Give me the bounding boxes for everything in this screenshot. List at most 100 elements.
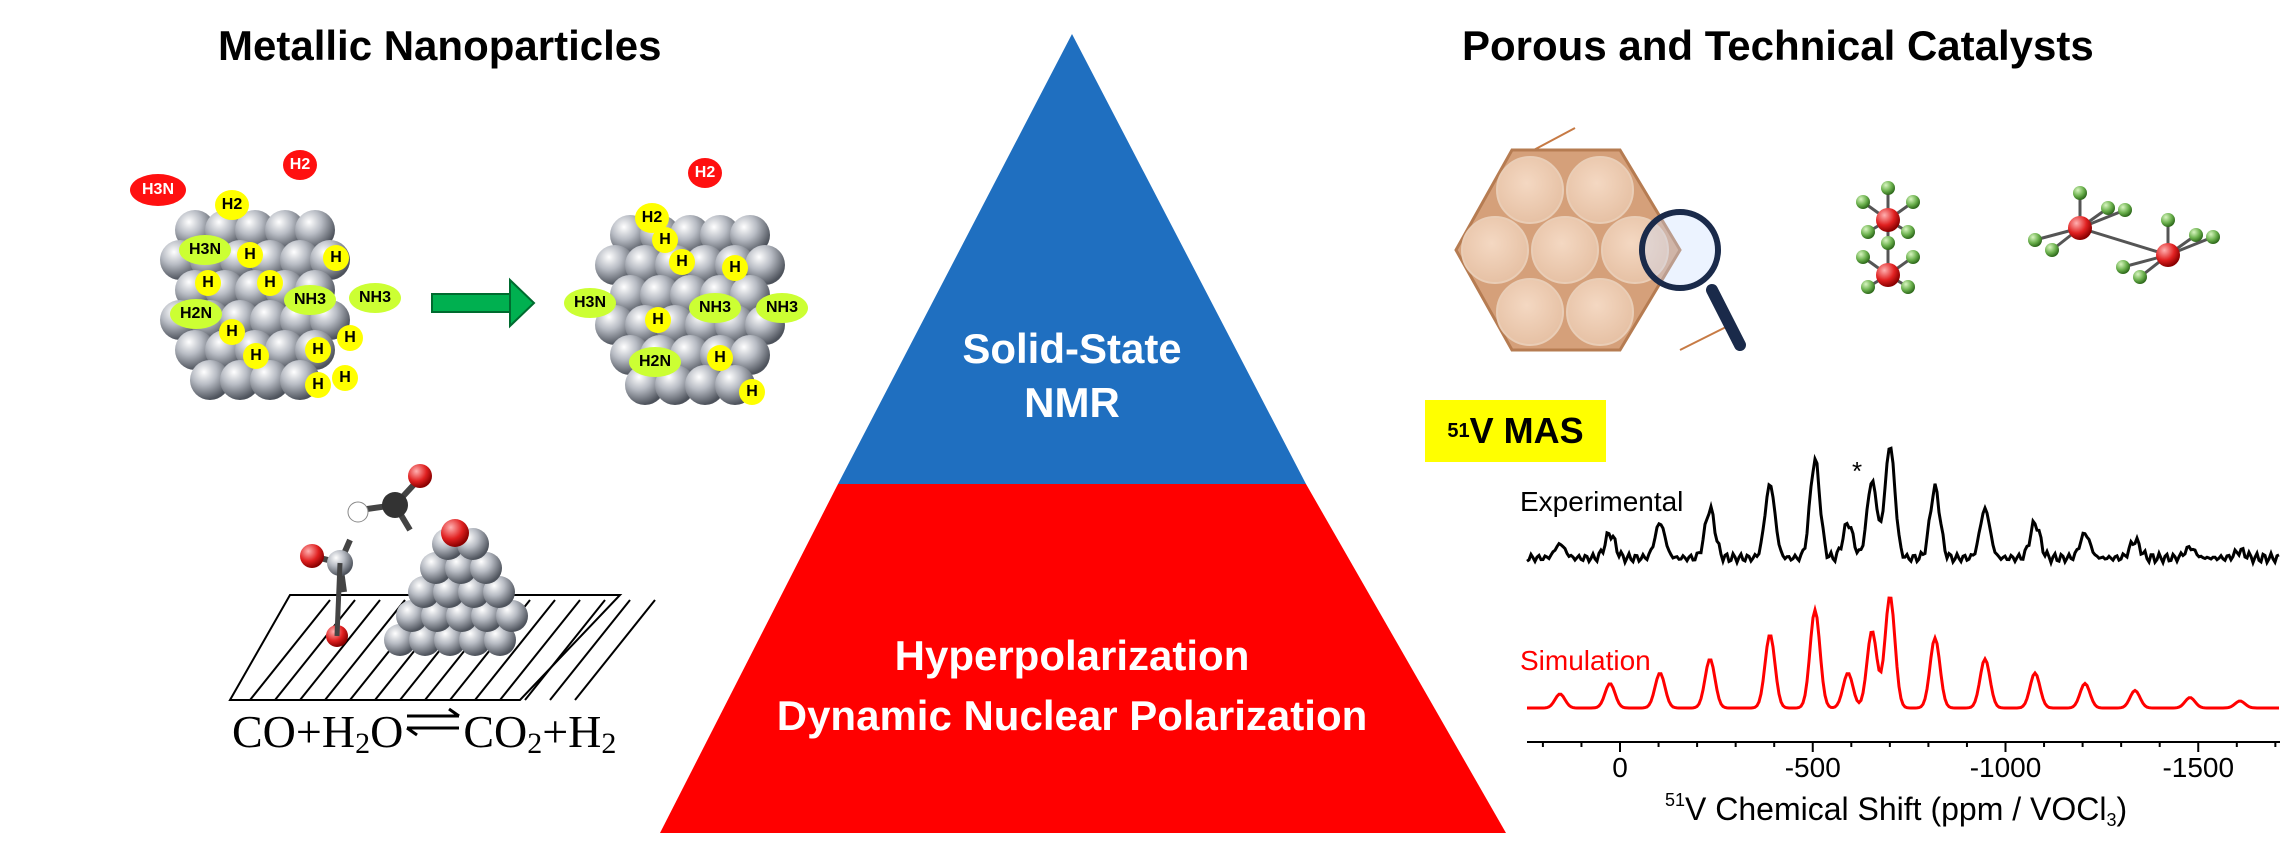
h-atom-label: H [332,365,358,391]
ligand-atom [2118,203,2132,217]
x-tick-label: -1000 [1969,752,2042,783]
metal-atom [595,245,635,285]
water-gas-shift-equation: CO+H2O CO2+H2 [232,705,616,761]
surface-atom [396,600,428,632]
x-label-sub: 3 [2106,810,2117,830]
vanadium-atom [2068,216,2092,240]
surface-atom [446,600,478,632]
eq-sub-1: 2 [355,727,371,760]
h-atom-label: H [243,343,269,369]
h-atom-label: H [645,307,671,333]
reaction-arrow-icon [431,277,536,329]
nh3-label-2: NH3 [349,283,401,313]
metal-atom [250,360,290,400]
surface-atom [433,576,465,608]
metal-atom [685,245,725,285]
simulation-label: Simulation [1520,645,1651,676]
metal-atom [685,365,725,405]
ligand-atom [1861,280,1875,294]
ligand-atom [2073,186,2087,200]
eq-co: CO [463,706,528,757]
nh3-label-4: NH3 [756,293,808,323]
metal-atom [670,215,710,255]
nh3-label-3: NH3 [689,293,741,323]
h2n-label-2: H2N [629,347,681,377]
pyramid-top-blue [838,34,1306,484]
porous-catalyst-hexagon [1454,127,1746,352]
surface-atom [471,600,503,632]
metal-atom [700,215,740,255]
x-label-main: V Chemical Shift (ppm / VOCl [1685,791,2107,827]
ligand-atom [2206,230,2220,244]
h-atom-label: H [337,325,363,351]
equilibrium-arrows-icon [403,695,463,748]
ligand-atom [1906,195,1920,209]
pyramid-label-dnp: Dynamic Nuclear Polarization [776,692,1368,739]
pore [1566,156,1634,224]
magnifier-icon [1639,209,1746,351]
h-atom-label: H [305,372,331,398]
ligand-atom [1856,195,1870,209]
surface-atom [496,600,528,632]
ligand-atom [2161,213,2175,227]
surface-atom [483,576,515,608]
surface-atom [470,552,502,584]
surface-catalyst-illustration [228,464,656,701]
heading-porous-catalysts: Porous and Technical Catalysts [1462,22,2094,69]
x-label-sup: 51 [1665,790,1686,810]
surface-atom [484,624,516,656]
nmr-spectrum [1526,446,2280,752]
eq-o: O [370,706,404,757]
experimental-label: Experimental [1520,486,1684,517]
metal-atom [730,215,770,255]
pyramid-bottom-red [660,484,1506,833]
h2-released-label-2: H2 [688,158,722,188]
pore [1566,278,1634,346]
x-axis-label: 51V Chemical Shift (ppm / VOCl3) [1665,790,2127,831]
heading-metallic-nanoparticles: Metallic Nanoparticles [218,22,662,69]
pore [1496,156,1564,224]
metal-atom [235,210,275,250]
x-tick-label: -1500 [2162,752,2235,783]
pyramid-top-text: Solid-State NMR [872,322,1272,430]
mas-badge-sup: 51 [1447,419,1470,442]
h3n-adsorbed-label: H3N [179,235,231,265]
metal-atom [175,330,215,370]
metal-atom [730,335,770,375]
h-atom-label: H [707,345,733,371]
h-atom-label: H [237,242,263,268]
metal-atom [610,275,650,315]
ligand-atom [1881,181,1895,195]
surface-atom [384,624,416,656]
ligand-atom [2028,233,2042,247]
pyramid-label-hyperpolarization: Hyperpolarization [894,632,1250,679]
eq-co-h: CO+H [232,706,356,757]
ligand-atom [2189,228,2203,242]
vanadium-atom [1876,263,1900,287]
h3n-label-2: H3N [564,288,616,318]
h-atom-label: H [722,255,748,281]
pore [1461,216,1529,284]
h-atom-label: H [195,270,221,296]
h2n-label: H2N [170,299,222,329]
pyramid-label-solid-state: Solid-State [962,325,1182,372]
ligand-atom [1856,250,1870,264]
eq-sub-3: 2 [601,727,617,760]
h3n-label: H3N [130,174,186,206]
pore [1496,278,1564,346]
x-label-end: ) [2116,791,2128,827]
ligand-atom [1861,225,1875,239]
pyramid-bottom-text: Hyperpolarization Dynamic Nuclear Polari… [752,626,1392,746]
pyramid-label-nmr: NMR [1024,379,1120,426]
metal-atom [250,300,290,340]
h2-released-label: H2 [283,150,317,180]
metal-atom [280,240,320,280]
ligand-atom [2101,201,2115,215]
h-atom-label: H [669,249,695,275]
surface-atom [421,600,453,632]
ligand-atom [2116,260,2130,274]
vanadium-molecule-1 [1856,181,1920,294]
h-atom-label: H [739,379,765,405]
ligand-atom [1881,236,1895,250]
